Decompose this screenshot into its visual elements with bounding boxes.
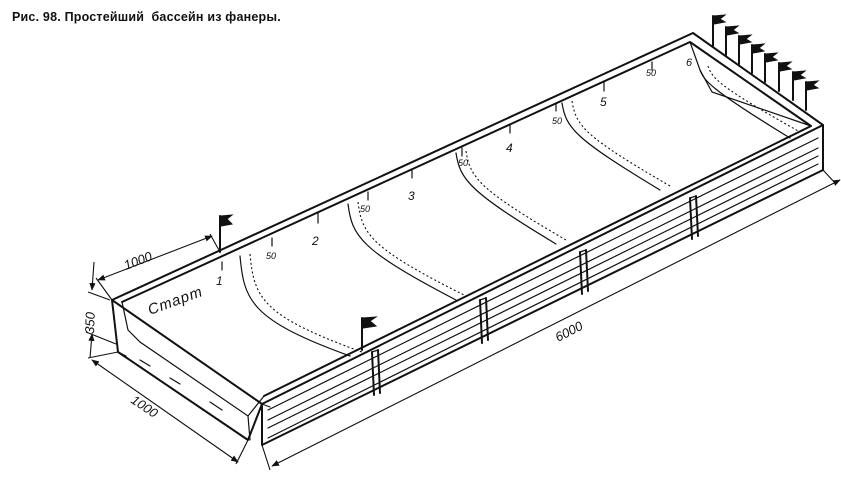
dim-length: 6000: [261, 169, 841, 471]
dim-height: 350: [82, 261, 117, 359]
dim-top-width-label: 1000: [122, 248, 155, 273]
start-flag-rear: [219, 214, 234, 253]
lane-mark-2: 2: [311, 234, 319, 248]
half-mark: 50: [266, 251, 276, 261]
lane-mark-3: 3: [408, 189, 415, 203]
lane-mark-5: 5: [600, 95, 607, 109]
pool-body: [111, 32, 824, 446]
start-label: Старт: [146, 283, 206, 319]
pool-rim-outer: [111, 32, 824, 405]
start-end-wall: [111, 299, 263, 441]
pool-front-wall: [261, 124, 824, 446]
half-mark: 50: [552, 116, 562, 126]
lane-mark-4: 4: [506, 141, 513, 155]
dim-front-width: 1000: [87, 351, 249, 465]
lane-mark-1: 1: [216, 274, 223, 288]
half-mark: 50: [458, 158, 468, 168]
dim-height-label: 350: [82, 311, 98, 334]
figure-caption: Рис. 98. Простейший бассейн из фанеры.: [12, 10, 281, 24]
half-mark: 50: [360, 204, 370, 214]
lane-mark-6: 6: [686, 57, 693, 69]
half-mark: 50: [646, 68, 656, 78]
finish-flags: [712, 14, 820, 111]
dim-front-width-label: 1000: [128, 392, 161, 421]
